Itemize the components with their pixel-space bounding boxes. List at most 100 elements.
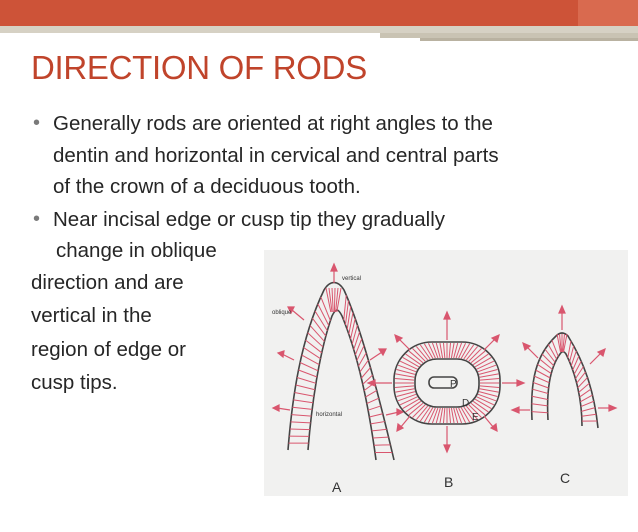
rod-line [303, 347, 321, 360]
rod-line [371, 428, 387, 432]
rod-line [408, 350, 424, 364]
rod-line [460, 407, 471, 423]
rod-line [569, 345, 575, 362]
rod-line [453, 342, 459, 359]
rod-line [370, 421, 385, 425]
rod-line [369, 413, 383, 418]
rod-line [453, 407, 459, 424]
tooth-b-outline [393, 341, 501, 425]
rod-line [394, 385, 415, 389]
rod-line [476, 360, 495, 370]
rod-line [531, 395, 548, 400]
tooth-c-arrows [510, 304, 618, 414]
rod-line [423, 343, 434, 359]
rod-line [472, 353, 489, 366]
rod-line [576, 371, 586, 384]
slide-title: DIRECTION OF RODS [31, 49, 367, 86]
rod-line [295, 384, 316, 391]
rod-line [531, 403, 548, 407]
rod-line [448, 342, 451, 359]
rod-line [419, 406, 431, 422]
rod-line [292, 406, 313, 410]
bullet-2-line-3: direction and are [31, 270, 184, 294]
rod-line [427, 407, 436, 424]
bullet-icon: • [33, 207, 41, 230]
tooth-a-outline [287, 281, 395, 461]
rod-line [463, 406, 475, 422]
rod-line [439, 407, 444, 424]
rod-line [405, 400, 422, 413]
rod-line [343, 295, 347, 321]
diagram-svg: vertical oblique horizontal P D E [271, 262, 618, 495]
header-bar [0, 0, 638, 26]
rod-line [333, 287, 336, 313]
rod-line [335, 287, 339, 313]
rod-line [465, 405, 479, 420]
rod-line [346, 306, 352, 330]
rod-line [460, 343, 471, 359]
rod-line [354, 338, 363, 356]
rod-line [397, 393, 417, 402]
rod-line [290, 421, 311, 424]
tooth-c-rod-lines [531, 333, 598, 422]
bullet-2-line-2: change in oblique [56, 239, 217, 262]
label-a: A [332, 479, 342, 495]
label-b: B [444, 474, 453, 490]
tooth-b-rod-lines [394, 342, 500, 424]
bullet-2-line-4: vertical in the [31, 304, 152, 327]
bullet-1-line-2: dentin and horizontal in cervical and ce… [53, 143, 499, 167]
rod-line [360, 367, 371, 379]
rod-line [547, 344, 558, 360]
rod-line [397, 364, 417, 373]
rod-line [372, 436, 389, 439]
rod-line [353, 331, 361, 350]
tooth-a-arrows [271, 262, 405, 416]
rod-line [336, 287, 342, 313]
rod-line [348, 312, 354, 335]
rod-line [474, 356, 492, 368]
rod-line [427, 342, 436, 359]
rod-line [395, 373, 415, 378]
rod-line [448, 407, 451, 424]
rod-line [559, 333, 562, 353]
rod-line [535, 369, 551, 379]
rod-line [362, 374, 373, 385]
tooth-a-rod-lines [288, 287, 393, 454]
rod-line [531, 411, 548, 414]
rod-line [357, 352, 367, 367]
rod-line [307, 332, 324, 348]
bullet-2-continuation: direction and are vertical in the region… [15, 266, 623, 400]
header-stripe-accent-thin [420, 38, 638, 41]
rod-line [301, 354, 320, 366]
rod-line [331, 287, 334, 313]
rod-line [580, 400, 595, 408]
rod-line [532, 388, 549, 395]
bullet-item-1: • Generally rods are oriented at right a… [33, 108, 623, 203]
rod-line [419, 344, 431, 360]
rod-line [476, 396, 495, 406]
header-stripe [0, 26, 638, 33]
rod-line [479, 388, 499, 393]
label-c: C [560, 470, 570, 486]
rod-line [573, 360, 582, 375]
rod-line [359, 359, 369, 373]
rod-line [468, 348, 482, 362]
label-d: D [462, 398, 469, 409]
rod-line [366, 397, 380, 405]
rod-line [458, 342, 467, 359]
rod-line [314, 310, 328, 332]
rod-line [431, 342, 439, 359]
rod-line [291, 414, 312, 417]
rod-line [435, 407, 441, 424]
rod-line [581, 407, 596, 412]
enamel-rod-diagram: vertical oblique horizontal P D E [264, 250, 628, 496]
rod-line [477, 393, 497, 402]
rod-line [415, 346, 429, 361]
bullet-icon: • [33, 112, 41, 134]
rod-line [298, 369, 318, 378]
rod-line [450, 407, 455, 424]
rod-line [305, 339, 323, 354]
rod-line [539, 358, 553, 370]
rod-line [431, 407, 439, 424]
rod-line [575, 366, 584, 379]
